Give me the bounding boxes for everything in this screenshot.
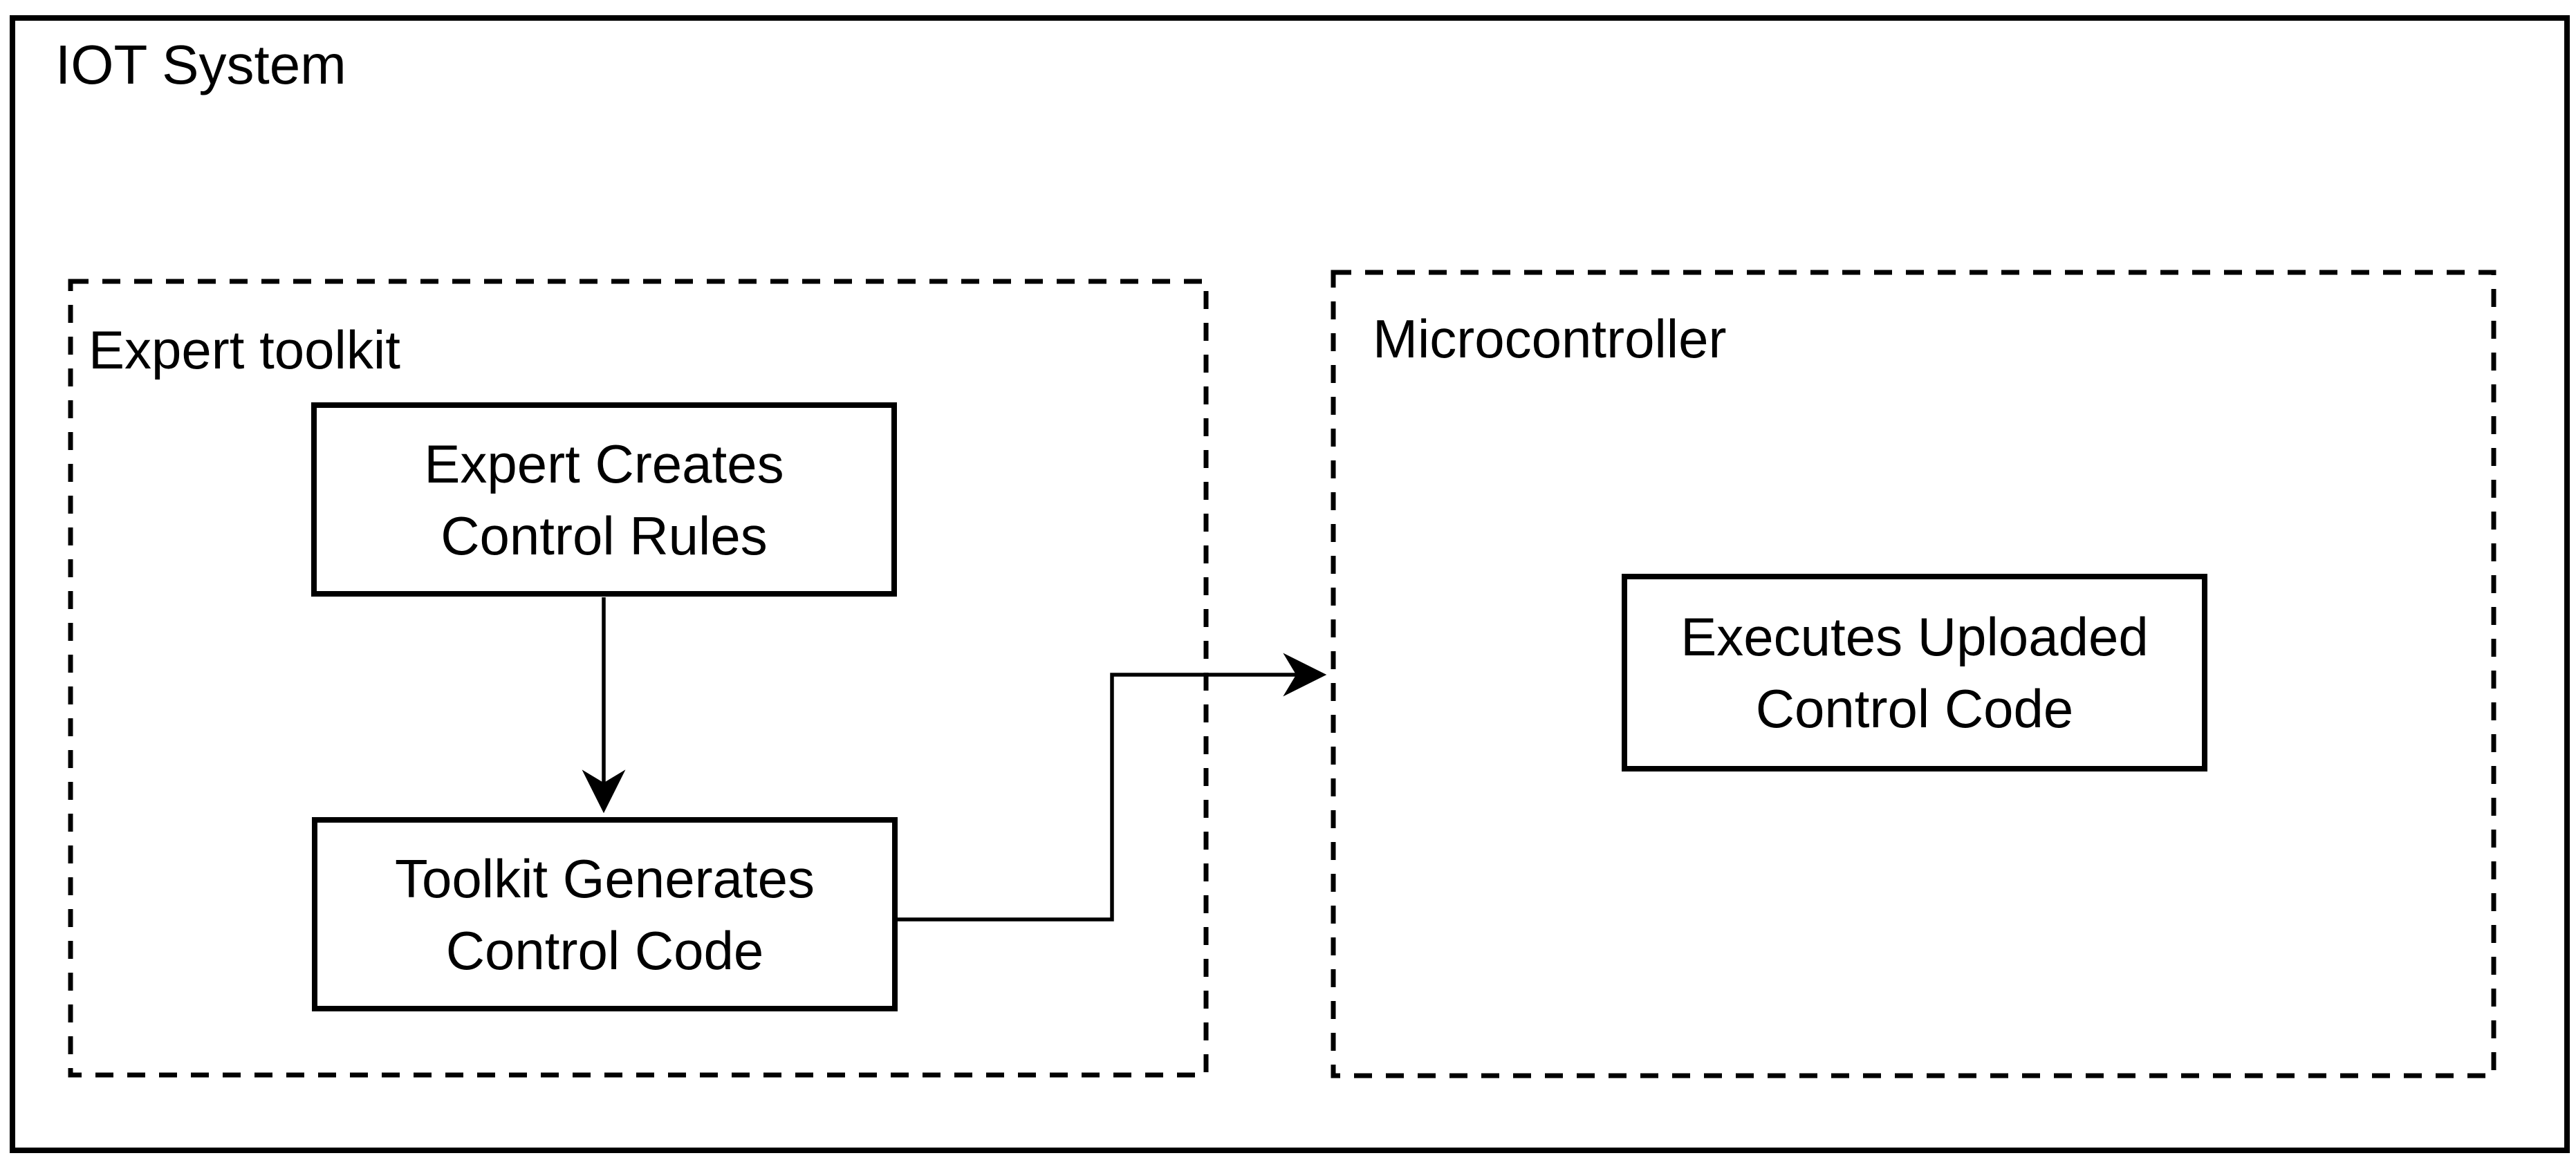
expert-creates-control-rules-node: Expert Creates Control Rules — [311, 402, 897, 597]
node-text-line: Expert Creates — [424, 433, 784, 494]
node-text-line: Executes Uploaded — [1680, 606, 2149, 667]
node-text-line: Control Code — [1755, 678, 2074, 739]
node-text-line: Control Rules — [441, 505, 768, 566]
node-text-line: Toolkit Generates — [395, 848, 815, 909]
expert-toolkit-group-label: Expert toolkit — [89, 319, 400, 380]
microcontroller-group-label: Microcontroller — [1373, 308, 1727, 369]
executes-uploaded-control-code-node: Executes Uploaded Control Code — [1622, 574, 2207, 771]
toolkit-generates-control-code-node: Toolkit Generates Control Code — [312, 817, 898, 1011]
diagram-title: IOT System — [55, 34, 346, 95]
node-text-line: Control Code — [445, 919, 764, 981]
